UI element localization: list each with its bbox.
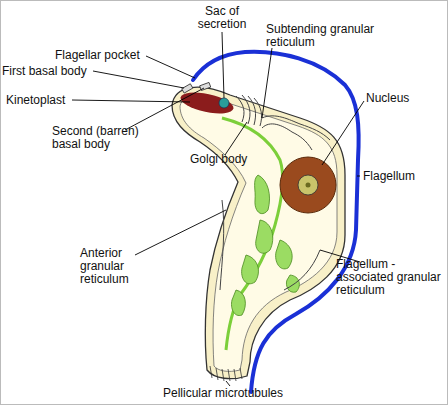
reticulum: [262, 116, 330, 140]
reticulum: [220, 200, 224, 290]
cytoplasm: [180, 95, 337, 371]
microtubules: [210, 366, 242, 381]
cell-body: [172, 87, 345, 379]
flagellum: [193, 52, 359, 392]
basal-body: [182, 84, 193, 93]
golgi-body: [236, 95, 262, 126]
secretion-sac: [219, 98, 229, 108]
part-label: Flagellum: [363, 170, 443, 183]
nucleus: [280, 157, 336, 213]
kinetoplast: [179, 89, 236, 118]
part-label: Anterior granular reticulum: [80, 247, 142, 286]
nucleolus: [306, 183, 311, 188]
part-label: Golgi body: [190, 153, 270, 166]
part-label: Sac of secretion: [190, 5, 254, 31]
part-label: Pellicular microtubules: [163, 387, 323, 400]
part-label: Nucleus: [366, 92, 436, 105]
leader-line: [72, 32, 364, 386]
part-label: Flagellar pocket: [55, 49, 155, 62]
part-label: Subtending granular reticulum: [266, 23, 406, 49]
part-label: First basal body: [2, 65, 102, 78]
reticulum: [284, 250, 320, 290]
part-label: Kinetoplast: [6, 94, 86, 107]
part-label: Flagellum -associated granular reticulum: [336, 258, 448, 297]
part-label: Second (barren) basal body: [52, 125, 152, 151]
nucleolus: [298, 175, 318, 195]
